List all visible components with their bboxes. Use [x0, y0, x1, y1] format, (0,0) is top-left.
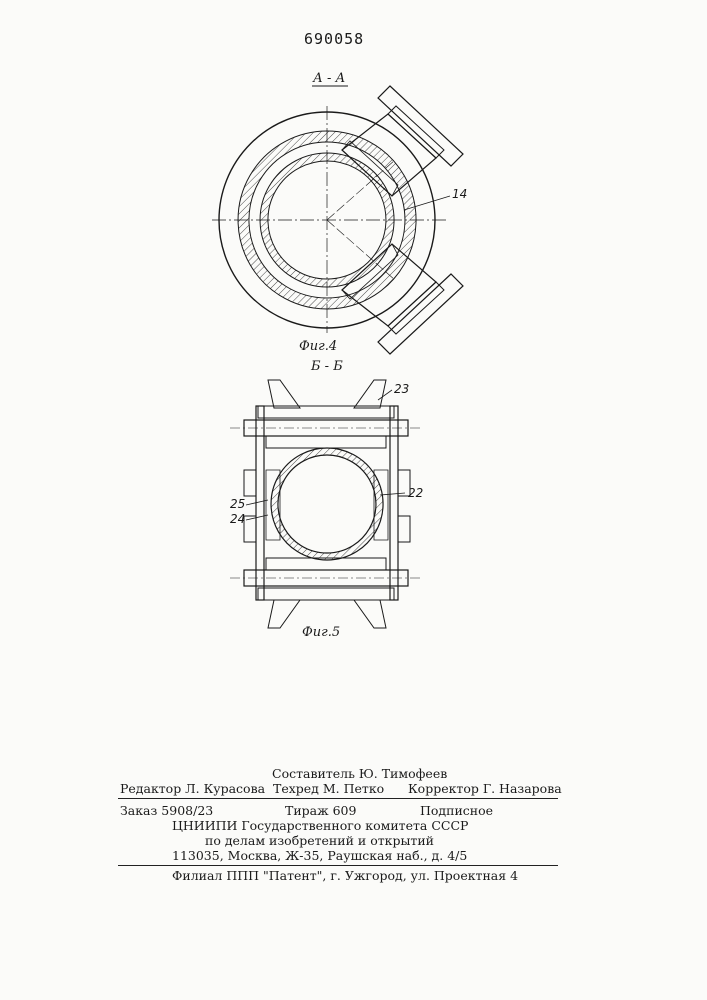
part-label-23: 23 — [394, 382, 409, 396]
left-side-frame — [256, 406, 264, 600]
part-label-22: 22 — [408, 486, 423, 500]
compiler-line: Составитель Ю. Тимофеев — [272, 766, 447, 781]
lower-plate — [258, 588, 394, 600]
circulation-line: Тираж 609 — [285, 803, 356, 818]
figure-5-drawing: Б - Б 23 22 25 — [230, 359, 423, 640]
branch-line: Филиал ППП "Патент", г. Ужгород, ул. Про… — [172, 868, 518, 883]
technical-drawings: А - А 14 Фиг.4 Б — [0, 0, 707, 700]
techred-line: Техред М. Петко — [273, 781, 384, 796]
right-side-frame — [390, 406, 398, 600]
section-label-a: А - А — [312, 71, 345, 86]
corrector-line: Корректор Г. Назарова — [408, 781, 562, 796]
figure-5-caption: Фиг.5 — [302, 625, 340, 640]
figure-4-drawing: А - А 14 Фиг.4 — [212, 71, 467, 354]
pipe-section — [271, 448, 383, 560]
section-label-b: Б - Б — [310, 359, 343, 374]
institute-line-2: по делам изобретений и открытий — [205, 833, 434, 848]
part-label-24: 24 — [230, 512, 245, 526]
part-label-14: 14 — [452, 187, 467, 201]
lower-flange — [378, 274, 463, 354]
institute-line-1: ЦНИИПИ Государственного комитета СССР — [172, 818, 468, 833]
subscription-line: Подписное — [420, 803, 493, 818]
upper-flange — [378, 86, 463, 166]
figure-4-caption: Фиг.4 — [299, 339, 337, 354]
address-line: 113035, Москва, Ж-35, Раушская наб., д. … — [172, 848, 467, 863]
order-line: Заказ 5908/23 — [120, 803, 213, 818]
divider-bottom — [118, 865, 558, 866]
editor-line: Редактор Л. Курасова — [120, 781, 265, 796]
part-label-25: 25 — [230, 497, 245, 511]
divider-top — [118, 798, 558, 799]
